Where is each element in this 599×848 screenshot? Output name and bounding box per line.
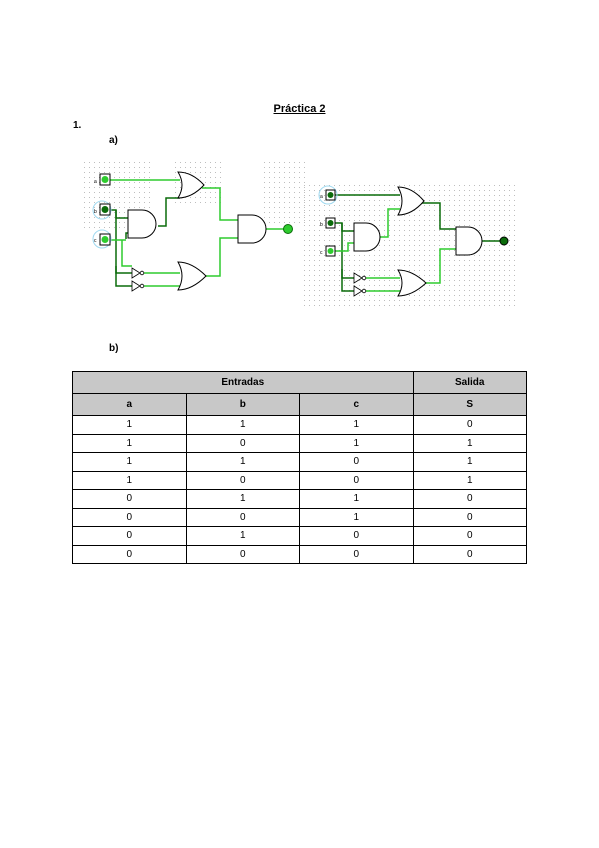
wires-off: [334, 194, 502, 292]
or-gate-bottom: [397, 269, 427, 297]
input-b-label: b: [320, 222, 323, 228]
table-cell: 0: [72, 507, 187, 527]
table-cell: 1: [412, 470, 527, 490]
input-a: a: [94, 173, 111, 186]
input-b: b: [320, 217, 336, 229]
input-c: c: [92, 229, 112, 249]
input-c-label: c: [94, 238, 97, 244]
table-cell: 1: [412, 452, 527, 472]
table-cell: 1: [185, 489, 300, 509]
input-b-label: b: [94, 209, 97, 215]
wires-on: [110, 179, 284, 287]
table-cell: 0: [185, 544, 300, 564]
input-c: c: [320, 245, 336, 257]
table-cell: 0: [72, 526, 187, 546]
table-cell: 0: [412, 489, 527, 509]
table-cell: 0: [299, 544, 414, 564]
page-title: Práctica 2: [273, 103, 326, 115]
input-a-label: a: [94, 179, 97, 185]
table-cell: 0: [299, 470, 414, 490]
column-header-s: S: [412, 393, 527, 416]
wires-on: [334, 208, 456, 292]
table-group-header-row: Entradas Salida: [72, 371, 527, 394]
output-led: [499, 236, 509, 246]
table-cell: 0: [299, 452, 414, 472]
table-cell: 1: [72, 470, 187, 490]
table-cell: 1: [185, 452, 300, 472]
column-header-a: a: [72, 393, 187, 416]
table-cell: 0: [72, 489, 187, 509]
table-header-row: a b c S: [72, 393, 527, 416]
input-c-label: c: [320, 250, 323, 256]
table-cell: 1: [72, 433, 187, 453]
wires-off: [110, 197, 180, 287]
column-header-c: c: [299, 393, 414, 416]
output-group-header: Salida: [412, 371, 527, 394]
table-cell: 0: [412, 507, 527, 527]
table-cell: 0: [72, 544, 187, 564]
or-gate-top: [177, 171, 205, 199]
and-gate-left: [127, 209, 157, 239]
table-cell: 0: [185, 470, 300, 490]
table-cell: 0: [185, 507, 300, 527]
table-cell: 1: [72, 452, 187, 472]
and-gate-output: [237, 214, 267, 244]
not-gate-1: [353, 272, 367, 284]
column-header-b: b: [185, 393, 300, 416]
logic-circuit-1: a b c: [84, 162, 305, 292]
input-b: b: [92, 200, 112, 220]
table-cell: 1: [299, 489, 414, 509]
part-b-label: b): [109, 343, 119, 354]
table-cell: 1: [299, 415, 414, 435]
table-cell: 1: [185, 415, 300, 435]
input-a-label: a: [320, 194, 323, 200]
table-cell: 1: [299, 507, 414, 527]
part-a-label: a): [109, 135, 118, 146]
not-gate-2: [353, 285, 367, 297]
inputs-group-header: Entradas: [72, 371, 414, 394]
or-gate-top: [397, 186, 425, 216]
table-cell: 0: [185, 433, 300, 453]
table-cell: 0: [299, 526, 414, 546]
output-led: [283, 224, 293, 234]
section-number: 1.: [73, 120, 82, 131]
table-cell: 1: [72, 415, 187, 435]
table-cell: 0: [412, 415, 527, 435]
input-a: a: [318, 185, 338, 205]
or-gate-bottom: [177, 261, 207, 291]
not-gate-1: [131, 267, 145, 279]
table-cell: 0: [412, 544, 527, 564]
and-gate-output: [455, 226, 483, 256]
table-cell: 1: [299, 433, 414, 453]
logic-circuit-2: a b c: [304, 185, 515, 306]
not-gate-2: [131, 280, 145, 292]
table-cell: 0: [412, 526, 527, 546]
table-cell: 1: [412, 433, 527, 453]
and-gate-left: [353, 222, 381, 252]
table-cell: 1: [185, 526, 300, 546]
